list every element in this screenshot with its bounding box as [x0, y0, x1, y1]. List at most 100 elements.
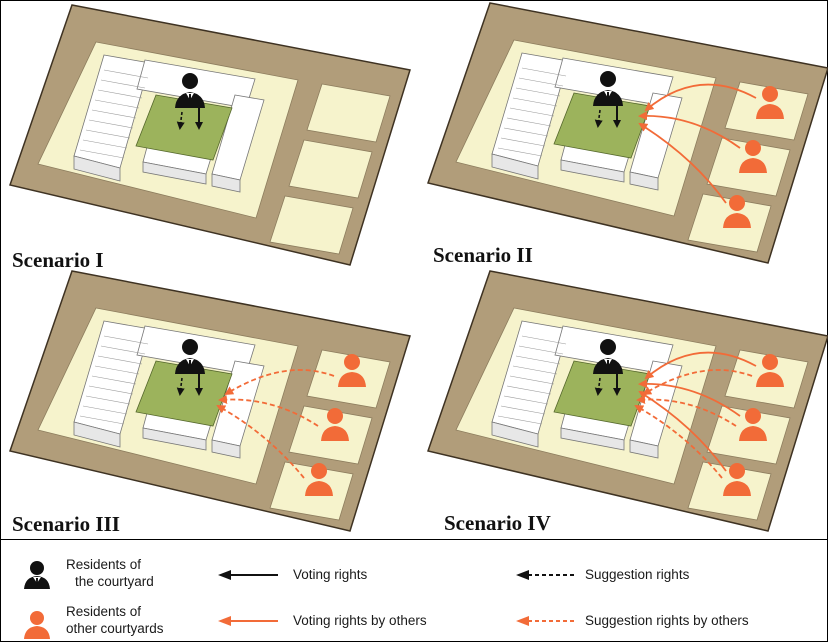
- scenario-1-west-wing-face: [73, 155, 121, 182]
- scenario-2-window-row-7: [503, 127, 549, 137]
- scenario-3-window-row-8: [82, 405, 128, 415]
- scenario-2-other-resident-3: [723, 195, 751, 228]
- scenario-2-other-resident-1: [756, 86, 784, 119]
- scenario-4-east-wing-face: [629, 439, 659, 459]
- scenario-3-window-row-7: [85, 395, 131, 405]
- scenario-3-panel: [9, 270, 411, 532]
- scenario-3-suggestion-arrow: [176, 377, 185, 396]
- voting-others-arrow-icon: [218, 616, 278, 626]
- scenario-1-label: Scenario I: [12, 248, 104, 272]
- scenario-4-window-row-5: [509, 375, 555, 385]
- scenario-4-window-row-2: [518, 345, 564, 355]
- scenario-3-south-wing-face: [142, 427, 207, 451]
- scenario-4-south-wing-face: [560, 427, 625, 451]
- scenario-2-voting-by-others-arrow-3: [638, 122, 727, 204]
- legend-voting-rights: Voting rights: [293, 567, 368, 582]
- scenario-4-other-resident-2-body: [739, 426, 767, 441]
- scenario-4-panel: [427, 270, 828, 532]
- scenario-2-east-wing-face: [629, 171, 659, 191]
- scenario-3-window-row-9: [79, 415, 125, 425]
- scenario-3-window-row-3: [97, 355, 143, 365]
- scenario-3-other-resident-1: [338, 354, 366, 387]
- scenario-4-other-resident-3-head: [729, 463, 745, 479]
- scenario-4-window-row-1: [521, 335, 567, 345]
- scenario-4-window-row-8: [500, 405, 546, 415]
- scenario-3-suggestion-by-others-arrow-3: [216, 405, 305, 479]
- scenario-3-window-row-5: [91, 375, 137, 385]
- scenario-2-window-row-1: [521, 67, 567, 77]
- resident-courtyard-icon: [24, 561, 50, 589]
- scenario-2-window-row-2: [518, 77, 564, 87]
- scenario-4-window-row-6: [506, 385, 552, 395]
- scenario-2-window-row-3: [515, 87, 561, 97]
- scenario-3-west-wing-face: [73, 421, 121, 448]
- scenario-2-window-row-4: [512, 97, 558, 107]
- scenario-1-window-row-7: [85, 129, 131, 139]
- scenario-1-panel: [9, 4, 411, 266]
- scenario-2-window-row-9: [497, 147, 543, 157]
- scenario-2-other-resident-3-body: [723, 213, 751, 228]
- scenario-1-window-row-1: [103, 69, 149, 79]
- scenario-3-window-row-6: [88, 385, 134, 395]
- scenario-1-window-row-2: [100, 79, 146, 89]
- scenario-1-side-block-1: [306, 83, 391, 143]
- scenario-3-resident-head: [182, 339, 198, 355]
- legend-suggestion-rights: Suggestion rights: [585, 567, 690, 582]
- scenario-4-resident-tie: [607, 360, 609, 369]
- scenario-1-side-block-3: [269, 195, 354, 255]
- scenario-4-label: Scenario IV: [444, 511, 551, 535]
- scenario-3-other-resident-3-body: [305, 481, 333, 496]
- legend-residents-courtyard: Residents of the courtyard: [66, 556, 154, 590]
- scenario-1-window-row-9: [79, 149, 125, 159]
- scenario-4-voting-by-others-arrow-2: [638, 379, 741, 417]
- scenario-2-other-resident-1-body: [756, 104, 784, 119]
- scenario-1-suggestion-arrow: [176, 111, 185, 130]
- scenario-2-voting-by-others-arrow-2: [638, 111, 741, 149]
- scenario-3-other-resident-1-head: [344, 354, 360, 370]
- legend-residents-courtyard-line1: Residents of: [66, 557, 142, 572]
- scenario-1-window-row-6: [88, 119, 134, 129]
- scenario-2-label: Scenario II: [433, 243, 533, 267]
- scenario-2-suggestion-arrow: [594, 109, 603, 128]
- scenario-4-other-resident-1: [756, 354, 784, 387]
- scenario-3-other-resident-2-head: [327, 408, 343, 424]
- scenario-4-suggestion-by-others-arrow-1: [642, 369, 753, 396]
- scenario-2-other-resident-1-head: [762, 86, 778, 102]
- legend-suggestion-rights-others: Suggestion rights by others: [585, 613, 749, 628]
- scenario-3-other-resident-3: [305, 463, 333, 496]
- scenario-4-window-row-3: [515, 355, 561, 365]
- scenario-2-window-row-5: [509, 107, 555, 117]
- suggestion-others-arrow-icon: [516, 616, 576, 626]
- scenario-1-window-row-4: [94, 99, 140, 109]
- scenario-4-window-row-9: [497, 415, 543, 425]
- scenario-2-other-resident-2: [739, 140, 767, 173]
- scenario-4-other-resident-1-body: [756, 372, 784, 387]
- scenario-2-south-wing-face: [560, 159, 625, 183]
- scenario-4-window-row-4: [512, 365, 558, 375]
- scenario-4-west-wing-face: [491, 421, 539, 448]
- scenario-4-other-resident-2: [739, 408, 767, 441]
- legend-residents-other-line2: other courtyards: [66, 621, 164, 636]
- legend-divider: [0, 539, 828, 540]
- scenario-1-side-block-2: [288, 139, 373, 199]
- scenario-2-resident-head: [600, 71, 616, 87]
- scenario-3-suggestion-by-others-arrow-2: [218, 394, 319, 427]
- scenario-4-suggestion-by-others-arrow-2: [636, 394, 737, 427]
- scenarios-illustration: [9, 2, 828, 532]
- scenario-4-window-row-7: [503, 395, 549, 405]
- scenario-4-other-resident-3: [723, 463, 751, 496]
- scenario-4-suggestion-arrow: [594, 377, 603, 396]
- scenario-2-voting-by-others-arrow-1: [644, 83, 757, 112]
- scenario-1-window-row-5: [91, 109, 137, 119]
- scenario-1-resident-tie: [189, 94, 191, 103]
- scenario-3-other-resident-1-body: [338, 372, 366, 387]
- scenario-1-east-wing-face: [211, 173, 241, 193]
- scenario-3-other-resident-2-body: [321, 426, 349, 441]
- scenario-1-south-wing-face: [142, 161, 207, 185]
- scenario-3-suggestion-by-others-arrow-1: [224, 369, 335, 396]
- scenario-1-resident-head: [182, 73, 198, 89]
- scenario-2-resident-tie: [607, 92, 609, 101]
- scenario-3-label: Scenario III: [12, 512, 120, 536]
- scenario-2-window-row-8: [500, 137, 546, 147]
- scenario-2-other-resident-3-head: [729, 195, 745, 211]
